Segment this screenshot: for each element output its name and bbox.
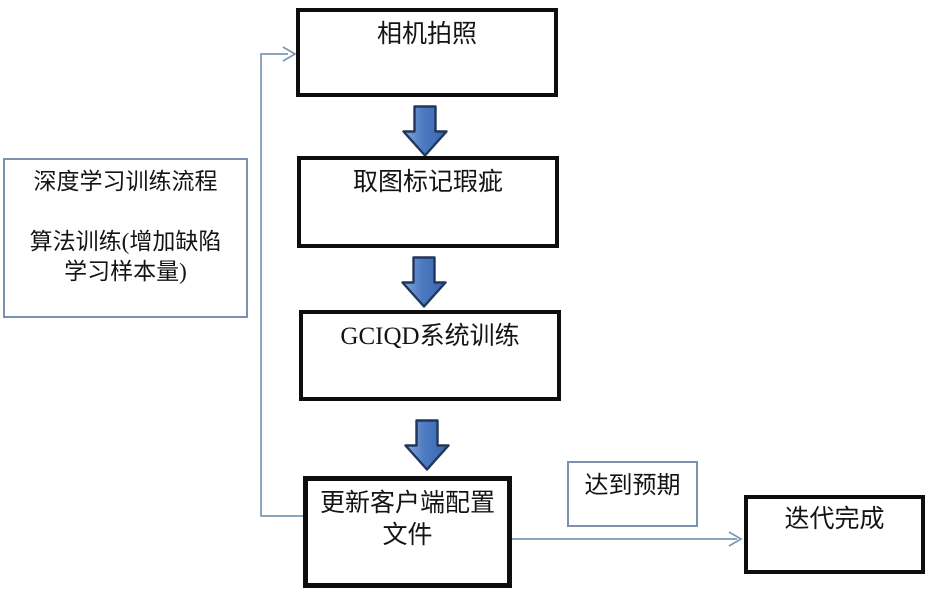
node-label: 迭代完成: [784, 506, 885, 533]
node-label: 取图标记瑕疵: [352, 169, 503, 196]
node-reach-expectation: 达到预期: [567, 461, 698, 527]
to-iteration-arrowhead-icon: [728, 531, 743, 547]
note-line-spacer: [5, 197, 246, 227]
node-update-config: 更新客户端配置 文件: [303, 476, 512, 588]
node-iteration-done: 迭代完成: [744, 495, 925, 574]
node-camera-capture: 相机拍照: [296, 8, 558, 97]
node-label-line: 更新客户端配置: [319, 490, 495, 517]
node-label-line: 文件: [382, 522, 433, 549]
note-line: 算法训练(增加缺陷: [29, 229, 222, 254]
feedback-loop-line: [260, 53, 303, 517]
node-label: GCIQD系统训练: [340, 323, 520, 350]
note-deep-learning-process: 深度学习训练流程 算法训练(增加缺陷 学习样本量): [3, 158, 248, 318]
node-mark-defects: 取图标记瑕疵: [297, 156, 559, 248]
feedback-loop-arrowhead-icon: [282, 46, 297, 62]
down-block-arrow-icon: [404, 419, 450, 471]
note-line: 深度学习训练流程: [33, 169, 218, 194]
condition-label: 达到预期: [584, 473, 681, 499]
note-line: 学习样本量): [64, 259, 187, 284]
down-block-arrow-icon: [402, 105, 448, 157]
down-block-arrow-icon: [401, 256, 447, 308]
node-gciqd-training: GCIQD系统训练: [299, 310, 561, 401]
node-label: 相机拍照: [376, 21, 477, 48]
